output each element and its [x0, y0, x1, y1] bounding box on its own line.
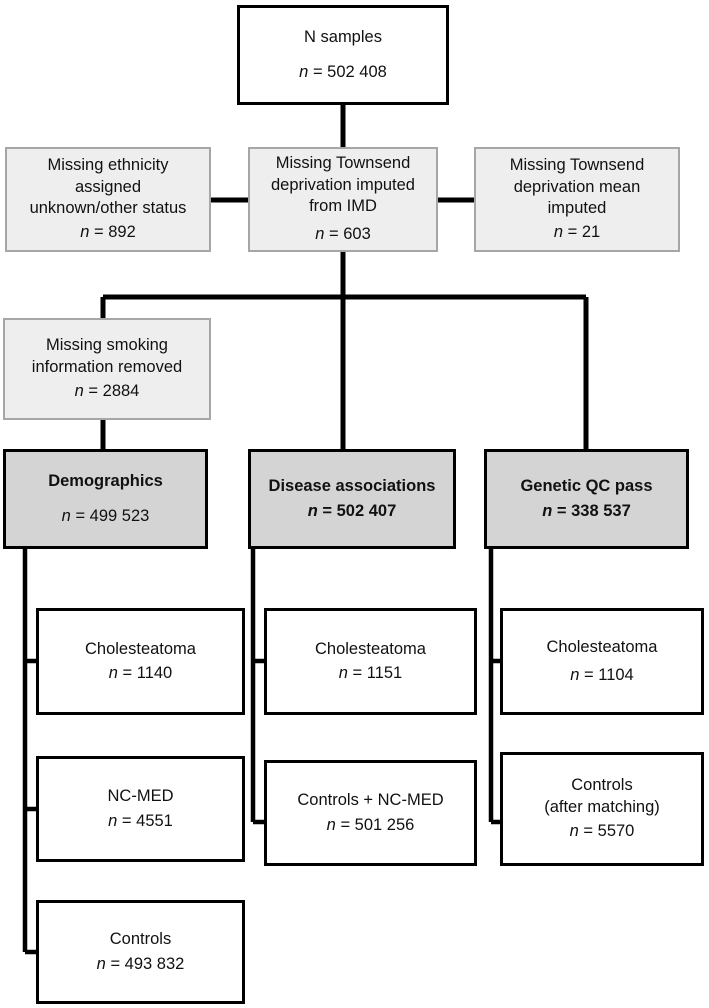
node-genetic-controls-matched[interactable]: Controls (after matching) n = 5570 [500, 752, 704, 866]
node-disease-cholesteatoma-count: n = 1151 [338, 664, 403, 682]
node-missing-smoking-title: Missing smoking information removed [31, 336, 183, 376]
node-missing-townsend-mean[interactable]: Missing Townsend deprivation mean impute… [474, 147, 680, 252]
node-demo-controls-title: Controls [109, 930, 172, 949]
node-missing-townsend-mean-title: Missing Townsend deprivation mean impute… [509, 156, 645, 217]
node-n-samples[interactable]: N samples n = 502 408 [237, 5, 449, 105]
node-demo-ncmed-count: n = 4551 [108, 811, 173, 830]
node-genetic-controls-matched-count: n = 5570 [569, 822, 635, 841]
node-disease-cholesteatoma[interactable]: Cholesteatoma n = 1151 [264, 608, 477, 715]
node-disease-cholesteatoma-title: Cholesteatoma [315, 639, 426, 658]
node-missing-townsend-imd-count: n = 603 [315, 225, 371, 244]
node-missing-townsend-imd[interactable]: Missing Townsend deprivation imputed fro… [248, 147, 438, 252]
node-disease-associations-count: n = 502 407 [307, 501, 397, 520]
node-missing-smoking[interactable]: Missing smoking information removed n = … [3, 318, 211, 420]
node-disease-associations-title: Disease associations [268, 477, 436, 496]
node-demographics[interactable]: Demographics n = 499 523 [3, 449, 208, 549]
node-demo-ncmed-title: NC-MED [107, 787, 174, 806]
node-demo-cholesteatoma-title: Cholesteatoma [85, 639, 196, 658]
node-missing-townsend-mean-count: n = 21 [553, 223, 601, 242]
node-genetic-qc-pass[interactable]: Genetic QC pass n = 338 537 [484, 449, 689, 549]
node-disease-associations[interactable]: Disease associations n = 502 407 [248, 449, 456, 549]
node-demographics-count: n = 499 523 [61, 506, 150, 525]
node-missing-smoking-count: n = 2884 [74, 382, 140, 401]
node-disease-controls-ncmed[interactable]: Controls + NC-MED n = 501 256 [264, 760, 477, 866]
node-missing-townsend-imd-title: Missing Townsend deprivation imputed fro… [270, 154, 415, 215]
node-missing-ethnicity-count: n = 892 [80, 223, 136, 242]
node-demo-cholesteatoma[interactable]: Cholesteatoma n = 1140 [36, 608, 245, 715]
node-demo-ncmed[interactable]: NC-MED n = 4551 [36, 756, 245, 862]
node-genetic-qc-pass-title: Genetic QC pass [520, 477, 653, 496]
node-disease-controls-ncmed-title: Controls + NC-MED [297, 791, 444, 810]
node-demographics-title: Demographics [48, 472, 163, 491]
node-genetic-qc-pass-count: n = 338 537 [542, 501, 631, 520]
node-genetic-cholesteatoma[interactable]: Cholesteatoma n = 1104 [500, 608, 704, 715]
node-n-samples-count: n = 502 408 [299, 62, 387, 81]
node-n-samples-title: N samples [304, 28, 382, 47]
node-demo-controls[interactable]: Controls n = 493 832 [36, 900, 245, 1004]
node-genetic-cholesteatoma-count: n = 1104 [570, 666, 634, 684]
node-genetic-cholesteatoma-title: Cholesteatoma [546, 637, 658, 656]
node-genetic-controls-matched-title: Controls (after matching) [544, 776, 660, 816]
node-demo-cholesteatoma-count: n = 1140 [108, 664, 173, 682]
node-disease-controls-ncmed-count: n = 501 256 [326, 815, 415, 834]
node-missing-ethnicity-title: Missing ethnicity assigned unknown/other… [29, 156, 187, 217]
node-missing-ethnicity[interactable]: Missing ethnicity assigned unknown/other… [5, 147, 211, 252]
node-demo-controls-count: n = 493 832 [96, 954, 185, 973]
